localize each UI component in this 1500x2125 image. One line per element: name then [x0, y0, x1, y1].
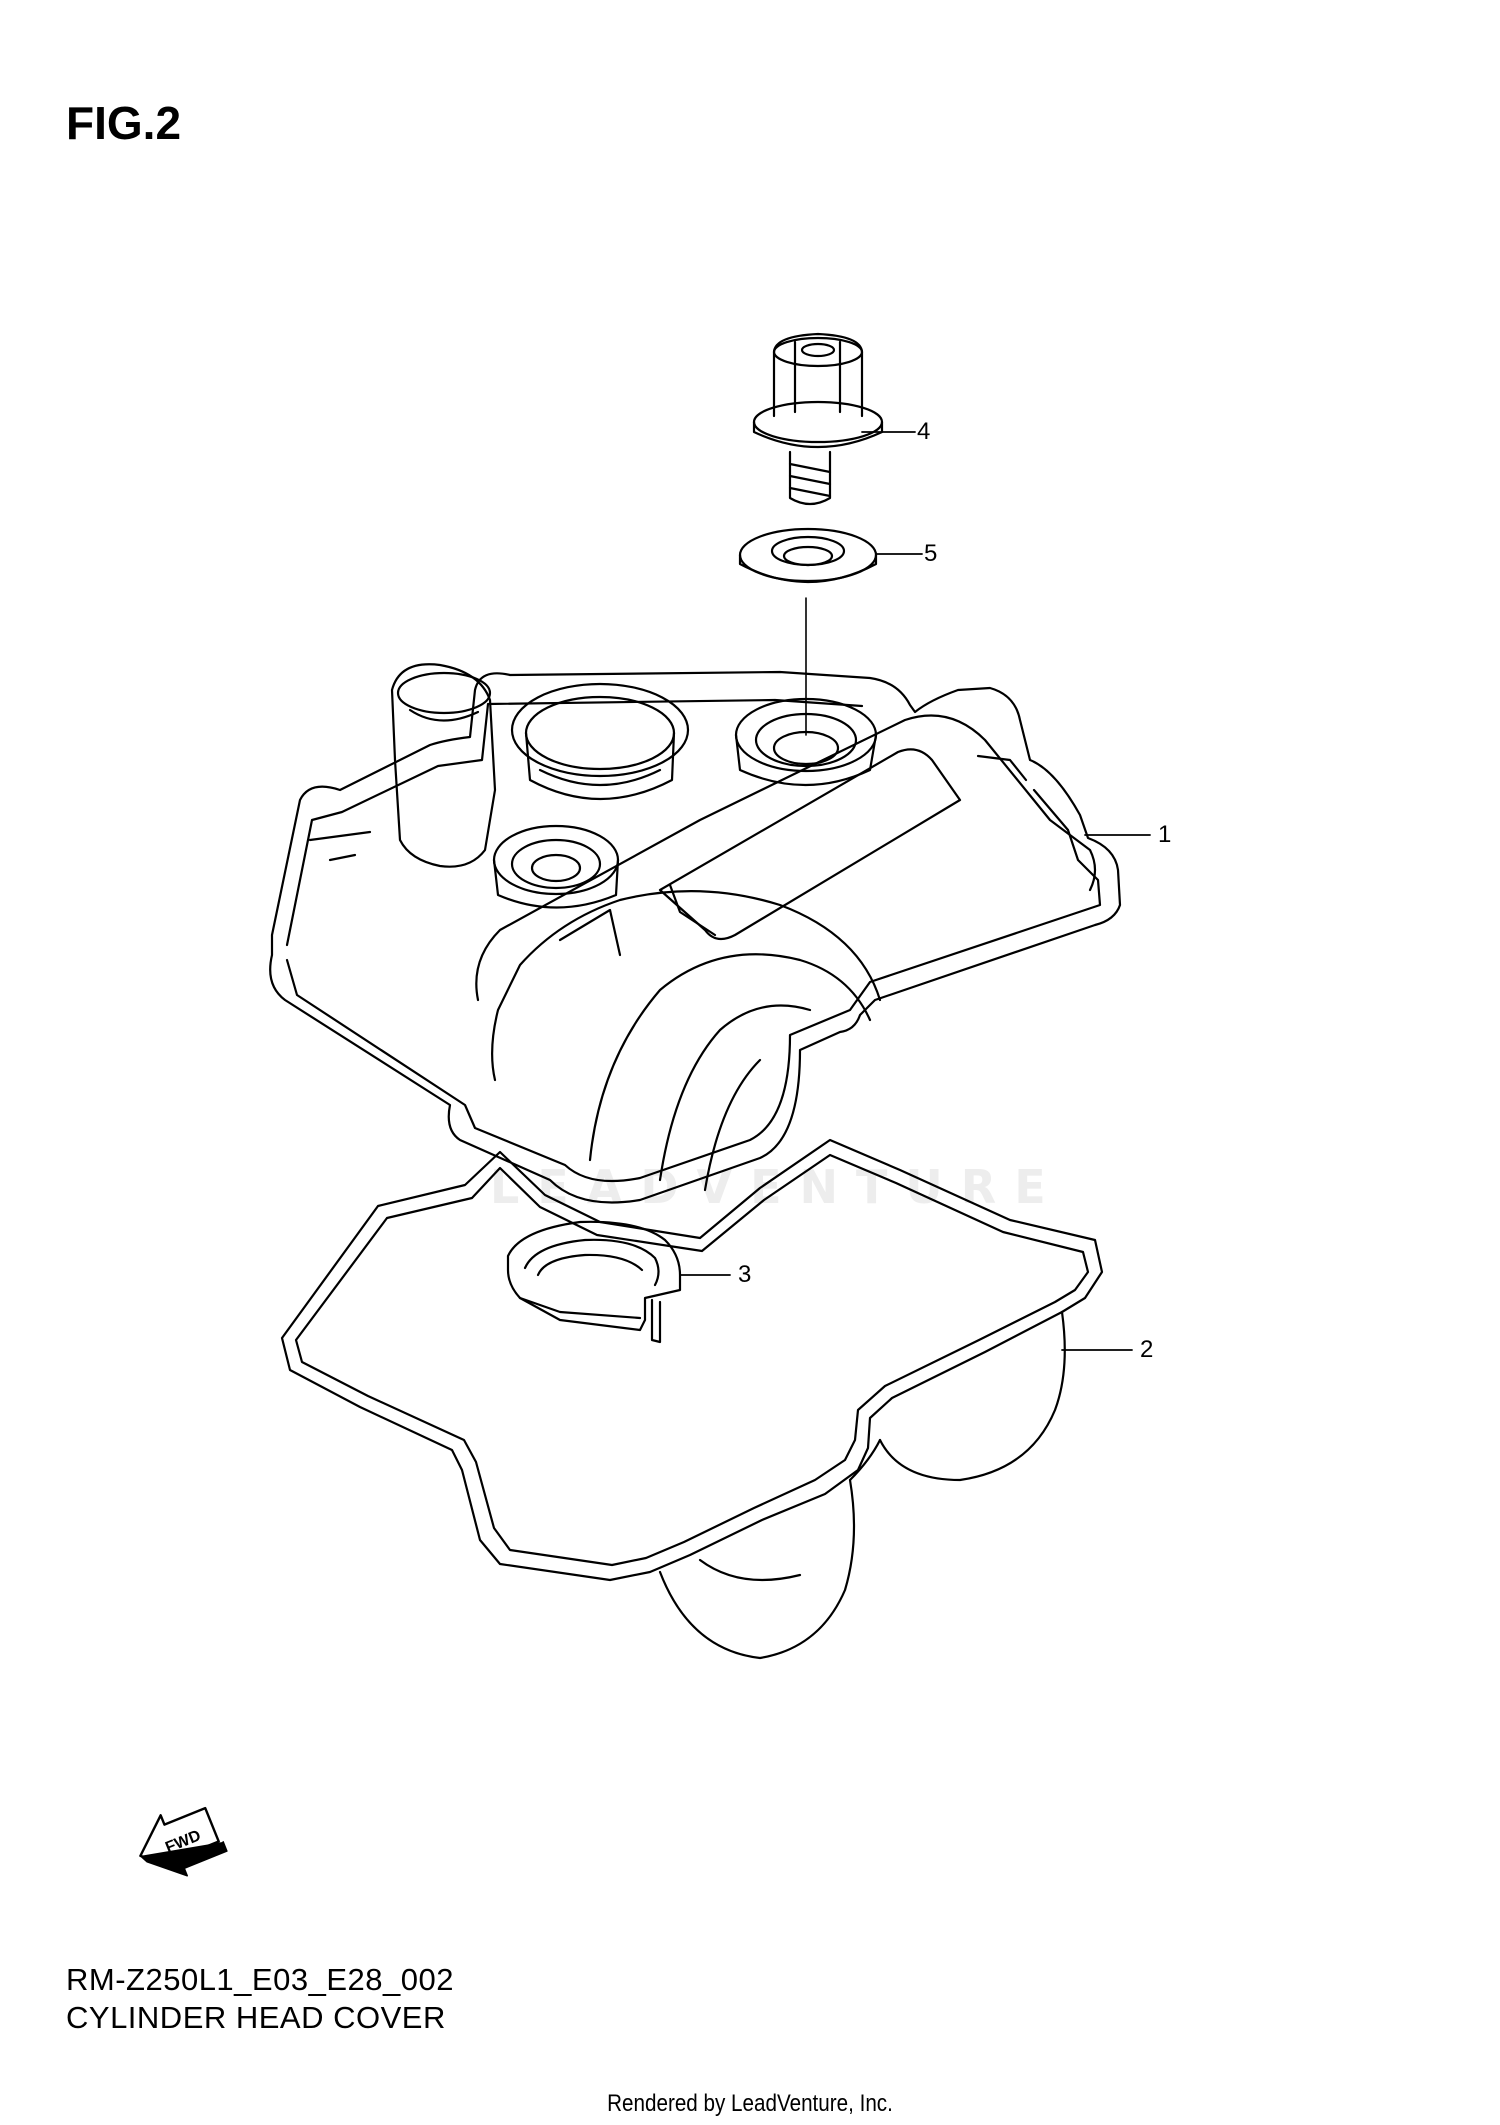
fwd-arrow-icon [139, 1806, 228, 1877]
figure-title: FIG.2 [66, 97, 182, 149]
seal-part-3 [506, 1220, 682, 1344]
callout-4: 4 [917, 418, 931, 445]
washer-part-5 [738, 527, 878, 583]
footer-credit: Rendered by LeadVenture, Inc. [607, 2090, 893, 2117]
watermark-text: LEADVENTURE [490, 1160, 1064, 1214]
callout-1: 1 [1158, 821, 1172, 848]
callout-2: 2 [1140, 1336, 1154, 1363]
gasket-part-2 [280, 1138, 1104, 1660]
model-code: RM-Z250L1_E03_E28_002 [66, 1962, 454, 1997]
callout-5: 5 [924, 540, 938, 567]
bolt-part-4 [752, 332, 884, 506]
section-name: CYLINDER HEAD COVER [66, 2000, 446, 2035]
head-cover-part-1 [269, 663, 1122, 1204]
callout-3: 3 [738, 1261, 752, 1288]
